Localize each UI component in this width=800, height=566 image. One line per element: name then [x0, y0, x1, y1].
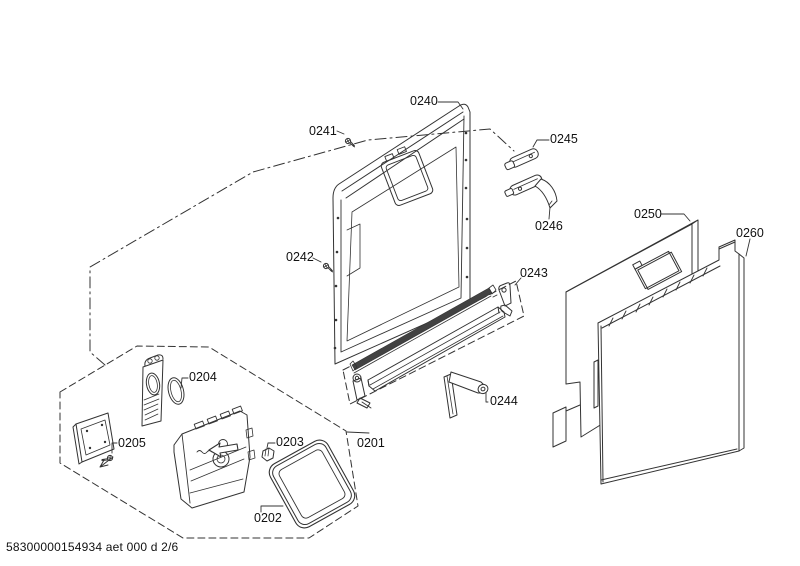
part-label-0246: 0246 — [535, 219, 563, 233]
latch-upper-drawing — [504, 147, 540, 170]
part-label-0244: 0244 — [490, 394, 518, 408]
screw-0242-icon — [321, 262, 335, 273]
hinge-lever-drawing — [444, 372, 489, 418]
part-label-0203: 0203 — [276, 435, 304, 449]
rail-bracket-left — [353, 374, 371, 408]
latch-lower-drawing — [504, 174, 557, 208]
dispenser-assembly-drawing — [174, 406, 255, 508]
part-label-0205: 0205 — [118, 436, 146, 450]
mount-direction-arrow-icon — [100, 457, 113, 467]
part-label-0242: 0242 — [286, 250, 314, 264]
o-ring-icon — [165, 376, 186, 406]
rail-bracket-right — [493, 283, 512, 316]
screw-0241-icon — [343, 137, 357, 148]
part-label-0202: 0202 — [254, 511, 282, 525]
dispenser-lid-drawing — [142, 355, 187, 426]
part-label-0250: 0250 — [634, 207, 662, 221]
inner-door-panel-drawing — [333, 104, 470, 364]
part-label-0245: 0245 — [550, 132, 578, 146]
part-label-0241: 0241 — [309, 124, 337, 138]
leader-lines — [112, 102, 750, 512]
cover-plate-drawing — [73, 413, 114, 467]
part-label-0204: 0204 — [189, 370, 217, 384]
part-label-0201: 0201 — [357, 436, 385, 450]
group-0201-boundary — [60, 346, 358, 538]
outer-door-panel-drawing — [594, 240, 744, 484]
document-number: 58300000154934 aet 000 d 2/6 — [6, 540, 179, 554]
construction-lines — [60, 129, 524, 538]
rivet-dots — [333, 131, 469, 350]
screw-0205-icon — [100, 452, 115, 466]
dispenser-gasket-drawing — [266, 437, 359, 532]
part-label-0240: 0240 — [410, 94, 438, 108]
part-label-0260: 0260 — [736, 226, 764, 240]
seal-rail-kit-drawing — [350, 283, 512, 408]
part-label-0243: 0243 — [520, 266, 548, 280]
insert-direction-arrow-icon — [209, 443, 238, 457]
clip-drawing — [262, 448, 274, 461]
hinge-axis-chain-line — [90, 129, 514, 365]
